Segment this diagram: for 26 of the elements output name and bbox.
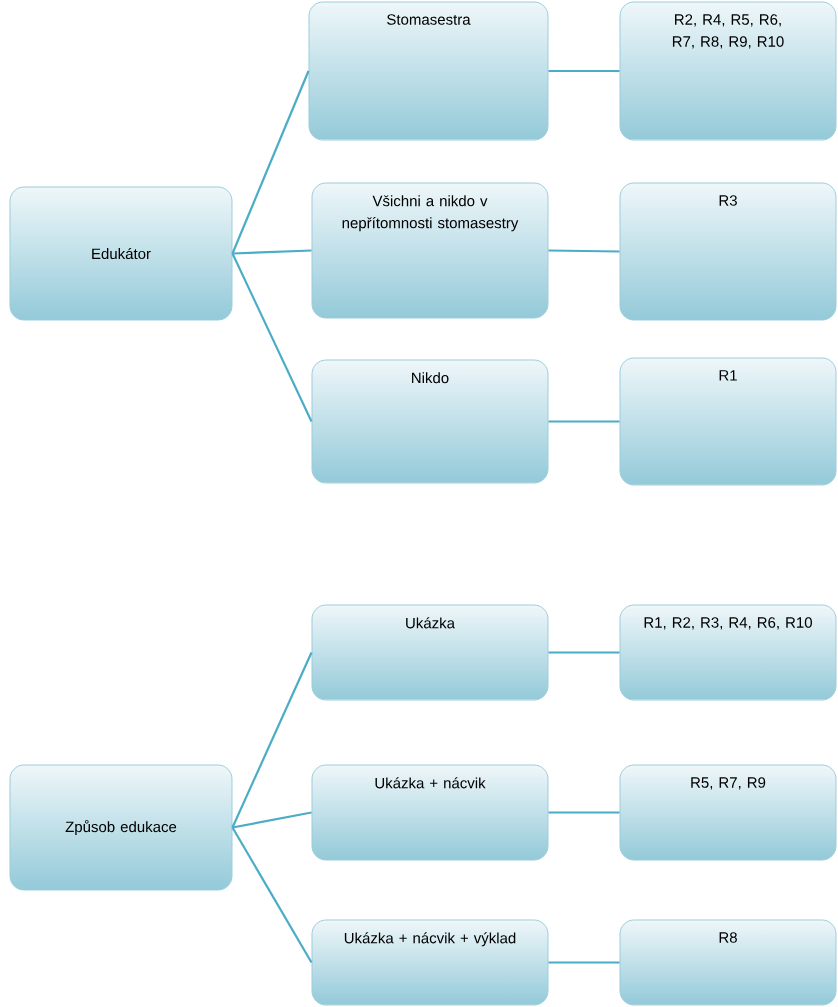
connector-line bbox=[548, 651, 620, 654]
text-box: R5, R7, R9 bbox=[619, 764, 837, 861]
text-box: Ukázka + nácvik + výklad bbox=[311, 919, 549, 1006]
text-box: R2, R4, R5, R6, R7, R8, R9, R10 bbox=[619, 1, 837, 141]
connector-line bbox=[548, 420, 620, 423]
text-box: Způsob edukace bbox=[9, 764, 233, 891]
connector-line bbox=[548, 69, 620, 73]
connector-line bbox=[231, 253, 313, 422]
connector-line bbox=[231, 826, 313, 964]
text-box: Edukátor bbox=[9, 186, 233, 321]
connector-line bbox=[232, 249, 312, 255]
text-box: Stomasestra bbox=[308, 1, 549, 141]
connector-line bbox=[232, 811, 312, 829]
connector-line bbox=[548, 249, 620, 253]
text-box: R3 bbox=[619, 182, 837, 321]
text-box: R1 bbox=[619, 357, 837, 486]
text-box: Ukázka + nácvik bbox=[311, 764, 549, 861]
connector-line bbox=[231, 652, 313, 828]
connector-line bbox=[548, 811, 620, 814]
text-box: Nikdo bbox=[311, 359, 549, 484]
connector-line bbox=[548, 961, 620, 964]
text-box: R8 bbox=[619, 919, 837, 1006]
text-box: R1, R2, R3, R4, R6, R10 bbox=[619, 604, 837, 701]
connector-line bbox=[231, 70, 310, 254]
text-box: Všichni a nikdo v nepřítomnosti stomasestry bbox=[311, 182, 549, 319]
text-box: Ukázka bbox=[311, 604, 549, 701]
